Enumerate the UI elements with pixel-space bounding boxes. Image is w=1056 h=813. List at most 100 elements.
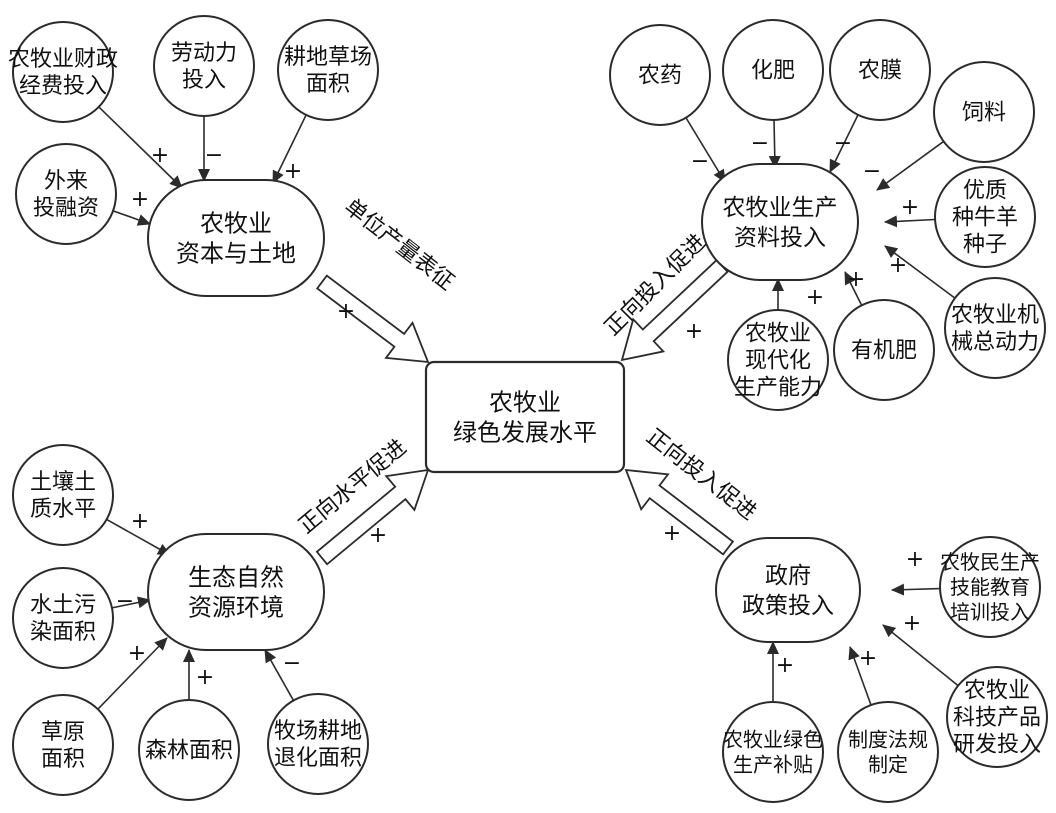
- arrow-machinery-to-hub: [884, 245, 956, 299]
- polarity-grassland: +: [128, 641, 146, 666]
- arrow-training-to-hub: [891, 583, 941, 596]
- factor-node-breed-label-line: 优质: [963, 179, 1007, 204]
- factor-node-film: 农膜: [829, 19, 931, 121]
- arrow-degraded-to-hub: [264, 649, 295, 701]
- factor-circle-fiscal: [12, 21, 114, 123]
- edge-polarity-capital: +: [337, 299, 355, 324]
- arrow-film-to-hub: [829, 114, 859, 173]
- arrow-fiscal-to-hub: [98, 106, 183, 189]
- factor-node-organic: 有机肥: [833, 299, 935, 401]
- factor-node-modern-label-line: 生产能力: [734, 376, 822, 401]
- hub-shape-capital: [147, 179, 325, 297]
- factor-circle-pollution: [12, 567, 114, 669]
- factor-node-forest: 森林面积: [138, 699, 240, 801]
- factor-circle-foreign: [15, 143, 117, 245]
- factor-node-pollution-label-line: 染面积: [30, 620, 96, 645]
- polarity-land: +: [284, 159, 302, 184]
- polarity-pesticide: −: [691, 149, 709, 174]
- polarity-subsidy: +: [776, 653, 794, 678]
- hub-node-policy-label-line: 政府: [765, 563, 811, 589]
- center-node-label-line: 农牧业: [489, 388, 561, 416]
- factor-node-labor-label-line: 劳动力: [171, 41, 237, 66]
- hub-shape-policy: [715, 537, 861, 643]
- hub-shape-ecology: [147, 533, 325, 651]
- factor-node-soil-label-line: 质水平: [30, 497, 96, 522]
- factor-node-research-label-line: 科技产品: [953, 706, 1041, 731]
- block-arrow-ecology: [315, 468, 430, 566]
- factor-circle-degraded: [267, 693, 369, 795]
- factor-circle-pesticide: [609, 24, 711, 126]
- polarity-organic: +: [847, 267, 865, 292]
- factor-node-grassland-label-line: 草原: [41, 720, 85, 745]
- factor-node-labor-label-line: 投入: [182, 68, 226, 93]
- polarity-training: +: [906, 547, 924, 572]
- factor-circle-training: [939, 536, 1041, 638]
- polarity-breed: +: [901, 195, 919, 220]
- hub-node-policy-label-line: 政策投入: [742, 593, 834, 619]
- polarity-feed: −: [863, 159, 881, 184]
- arrow-fertilizer-to-hub: [768, 119, 781, 169]
- factor-circle-organic: [833, 299, 935, 401]
- arrow-pollution-to-hub: [111, 596, 151, 609]
- factor-circle-feed: [933, 61, 1035, 163]
- polarity-labor: −: [205, 143, 223, 168]
- factor-node-subsidy-label-line: 农牧业绿色: [723, 728, 823, 752]
- factor-node-training-label-line: 培训投入: [950, 600, 1030, 624]
- hub-node-inputs-label-line: 资料投入: [734, 225, 826, 251]
- factor-node-foreign-label-line: 外来: [44, 169, 88, 194]
- factor-node-degraded-label-line: 牧场耕地: [274, 719, 362, 744]
- factor-node-training-label-line: 技能教育: [950, 575, 1030, 599]
- factor-circle-breed: [934, 166, 1036, 268]
- factor-node-training-label-line: 农牧民生产: [940, 550, 1040, 574]
- edge-polarity-inputs: +: [685, 319, 703, 344]
- factor-node-pollution-label-line: 水土污: [30, 593, 96, 618]
- hub-node-capital-label-line: 资本与土地: [176, 239, 296, 267]
- factor-node-fertilizer: 化肥: [722, 19, 824, 121]
- factor-circle-research: [946, 666, 1048, 768]
- polarity-machinery: +: [889, 253, 907, 278]
- polarity-foreign: +: [131, 187, 149, 212]
- factor-node-degraded-label-line: 退化面积: [274, 746, 362, 771]
- polarity-film: −: [834, 131, 852, 156]
- factor-circle-regulation: [837, 701, 939, 803]
- polarity-forest: +: [196, 665, 214, 690]
- factor-circle-forest: [138, 699, 240, 801]
- factor-node-pesticide-label-line: 农药: [638, 64, 682, 89]
- factor-node-forest-label-line: 森林面积: [145, 739, 233, 764]
- factor-node-pesticide: 农药: [609, 24, 711, 126]
- polarity-soil: +: [131, 509, 149, 534]
- factor-node-machinery-label-line: 械总动力: [951, 330, 1039, 355]
- arrow-regulation-to-hub: [848, 646, 872, 706]
- polarity-regulation: +: [859, 646, 877, 671]
- polarity-modern: +: [806, 285, 824, 310]
- center-box: [424, 360, 626, 474]
- factor-node-land-label-line: 面积: [306, 72, 350, 97]
- hub-shape-inputs: [701, 163, 859, 281]
- factor-node-fertilizer-label-line: 化肥: [751, 59, 795, 84]
- factor-node-research-label-line: 研发投入: [953, 733, 1041, 758]
- center-node-label-line: 绿色发展水平: [453, 418, 597, 446]
- polarity-pollution: −: [116, 589, 134, 614]
- block-arrow-inputs: [620, 258, 729, 362]
- factor-circle-machinery: [944, 277, 1046, 379]
- hub-node-capital-label-line: 农牧业: [200, 209, 272, 237]
- arrow-grassland-to-hub: [97, 637, 168, 710]
- factor-circle-fertilizer: [722, 19, 824, 121]
- factor-node-research-label-line: 农牧业: [964, 679, 1030, 704]
- factor-node-breed-label-line: 种子: [963, 233, 1007, 258]
- edge-polarity-ecology: +: [369, 523, 387, 548]
